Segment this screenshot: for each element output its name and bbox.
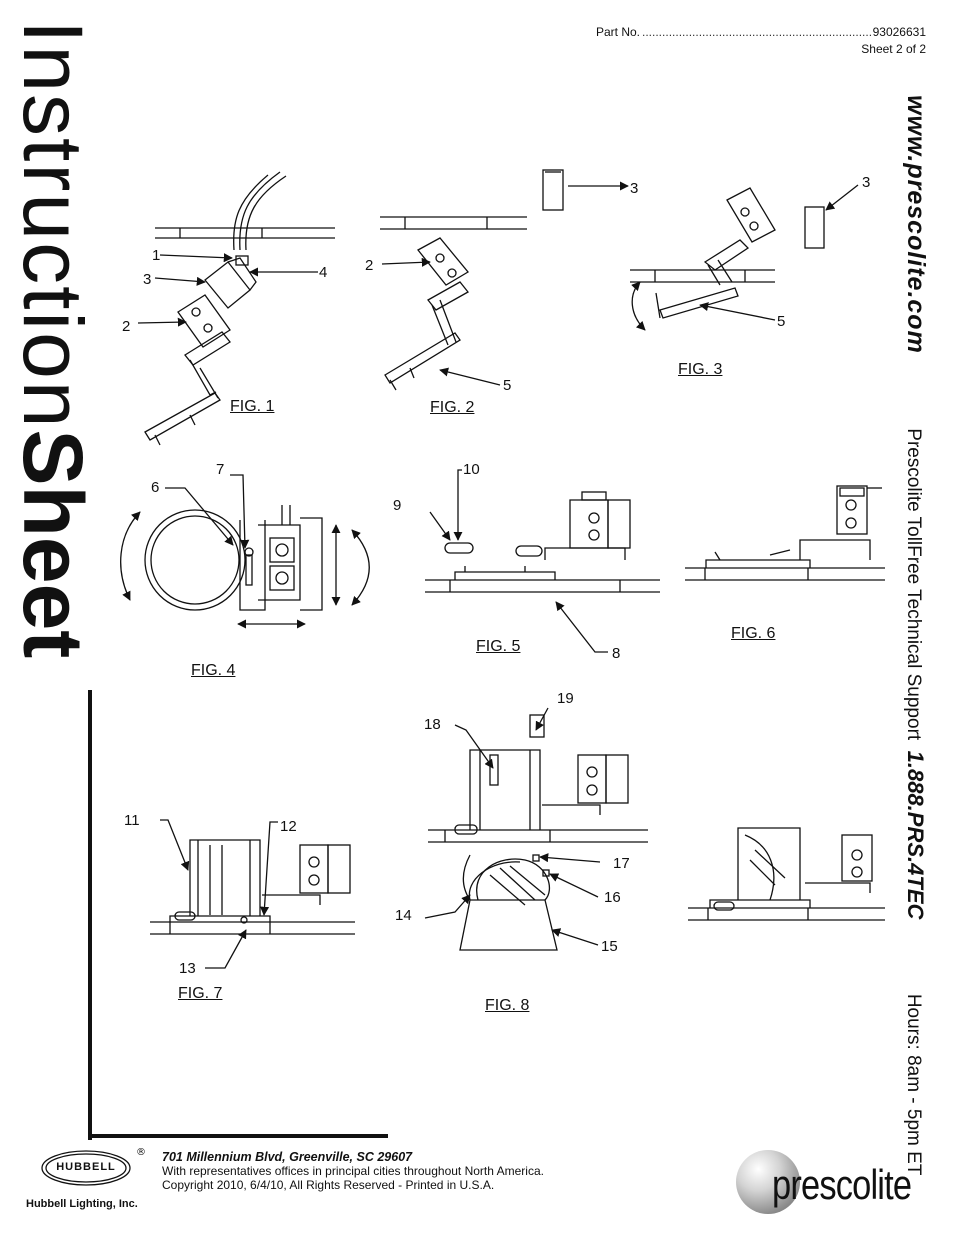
fig4-drawing — [120, 474, 370, 629]
callout-4: 4 — [319, 264, 328, 281]
sheet-number: Sheet 2 of 2 — [861, 42, 926, 56]
fig3-label: FIG. 3 — [678, 361, 723, 378]
callout-7: 7 — [216, 461, 225, 478]
part-number-value: 93026631 — [872, 25, 926, 39]
fig3-drawing — [542, 169, 859, 331]
callout-8: 8 — [612, 645, 621, 662]
fig1-label: FIG. 1 — [230, 398, 275, 415]
callout-5-fig2: 5 — [503, 377, 512, 394]
title-horizontal-rule — [88, 1134, 388, 1138]
fig9-drawing — [688, 827, 885, 921]
footer-address: 701 Millennium Blvd, Greenville, SC 2960… — [162, 1150, 413, 1164]
fig2-label: FIG. 2 — [430, 399, 475, 416]
callout-13: 13 — [179, 960, 196, 977]
callout-2-fig1: 2 — [122, 318, 131, 335]
hubbell-logo-shape — [41, 1150, 131, 1186]
callout-12: 12 — [280, 818, 297, 835]
callout-10: 10 — [463, 461, 480, 478]
fig7-label: FIG. 7 — [178, 985, 223, 1002]
fig1-drawing — [137, 171, 335, 446]
fig8-drawing — [424, 707, 648, 951]
callout-6: 6 — [151, 479, 160, 496]
part-number-leader: ........................................… — [642, 25, 871, 39]
callout-1: 1 — [152, 247, 161, 264]
callout-3-fig1: 3 — [143, 271, 152, 288]
fig4-label: FIG. 4 — [191, 662, 236, 679]
fig7-drawing — [150, 819, 355, 969]
prescolite-logo-sphere — [736, 1150, 800, 1214]
callout-9: 9 — [393, 497, 402, 514]
fig2-drawing — [380, 216, 527, 391]
fig6-label: FIG. 6 — [731, 625, 776, 642]
fig8-label: FIG. 8 — [485, 997, 530, 1014]
registered-mark: ® — [136, 1147, 146, 1158]
footer-address-block: 701 Millennium Blvd, Greenville, SC 2960… — [162, 1150, 544, 1192]
callout-17: 17 — [613, 855, 630, 872]
hubbell-logo: HUBBELL — [40, 1150, 132, 1186]
fig5-label: FIG. 5 — [476, 638, 521, 655]
hubbell-logo-text: HUBBELL — [56, 1161, 116, 1173]
footer-copyright: Copyright 2010, 6/4/10, All Rights Reser… — [162, 1178, 495, 1192]
callout-18: 18 — [424, 716, 441, 733]
callout-15: 15 — [601, 938, 618, 955]
footer-reps: With representatives offices in principa… — [162, 1164, 544, 1178]
callout-19: 19 — [557, 690, 574, 707]
prescolite-logo-text: prescolite — [772, 1161, 912, 1208]
fig5-drawing — [425, 469, 660, 653]
callout-2-fig2: 2 — [365, 257, 374, 274]
callout-3-fig3b: 3 — [862, 174, 871, 191]
hubbell-company-name: Hubbell Lighting, Inc. — [26, 1198, 138, 1210]
part-number-label: Part No. — [596, 25, 641, 39]
callout-16: 16 — [604, 889, 621, 906]
callout-3-fig3a: 3 — [630, 180, 639, 197]
title-vertical-rule — [88, 690, 92, 1140]
callout-14: 14 — [395, 907, 412, 924]
callout-5-fig3: 5 — [777, 313, 786, 330]
fig6-drawing — [685, 485, 885, 581]
callout-11: 11 — [124, 812, 140, 829]
part-number-block: Part No. ...............................… — [596, 24, 926, 58]
